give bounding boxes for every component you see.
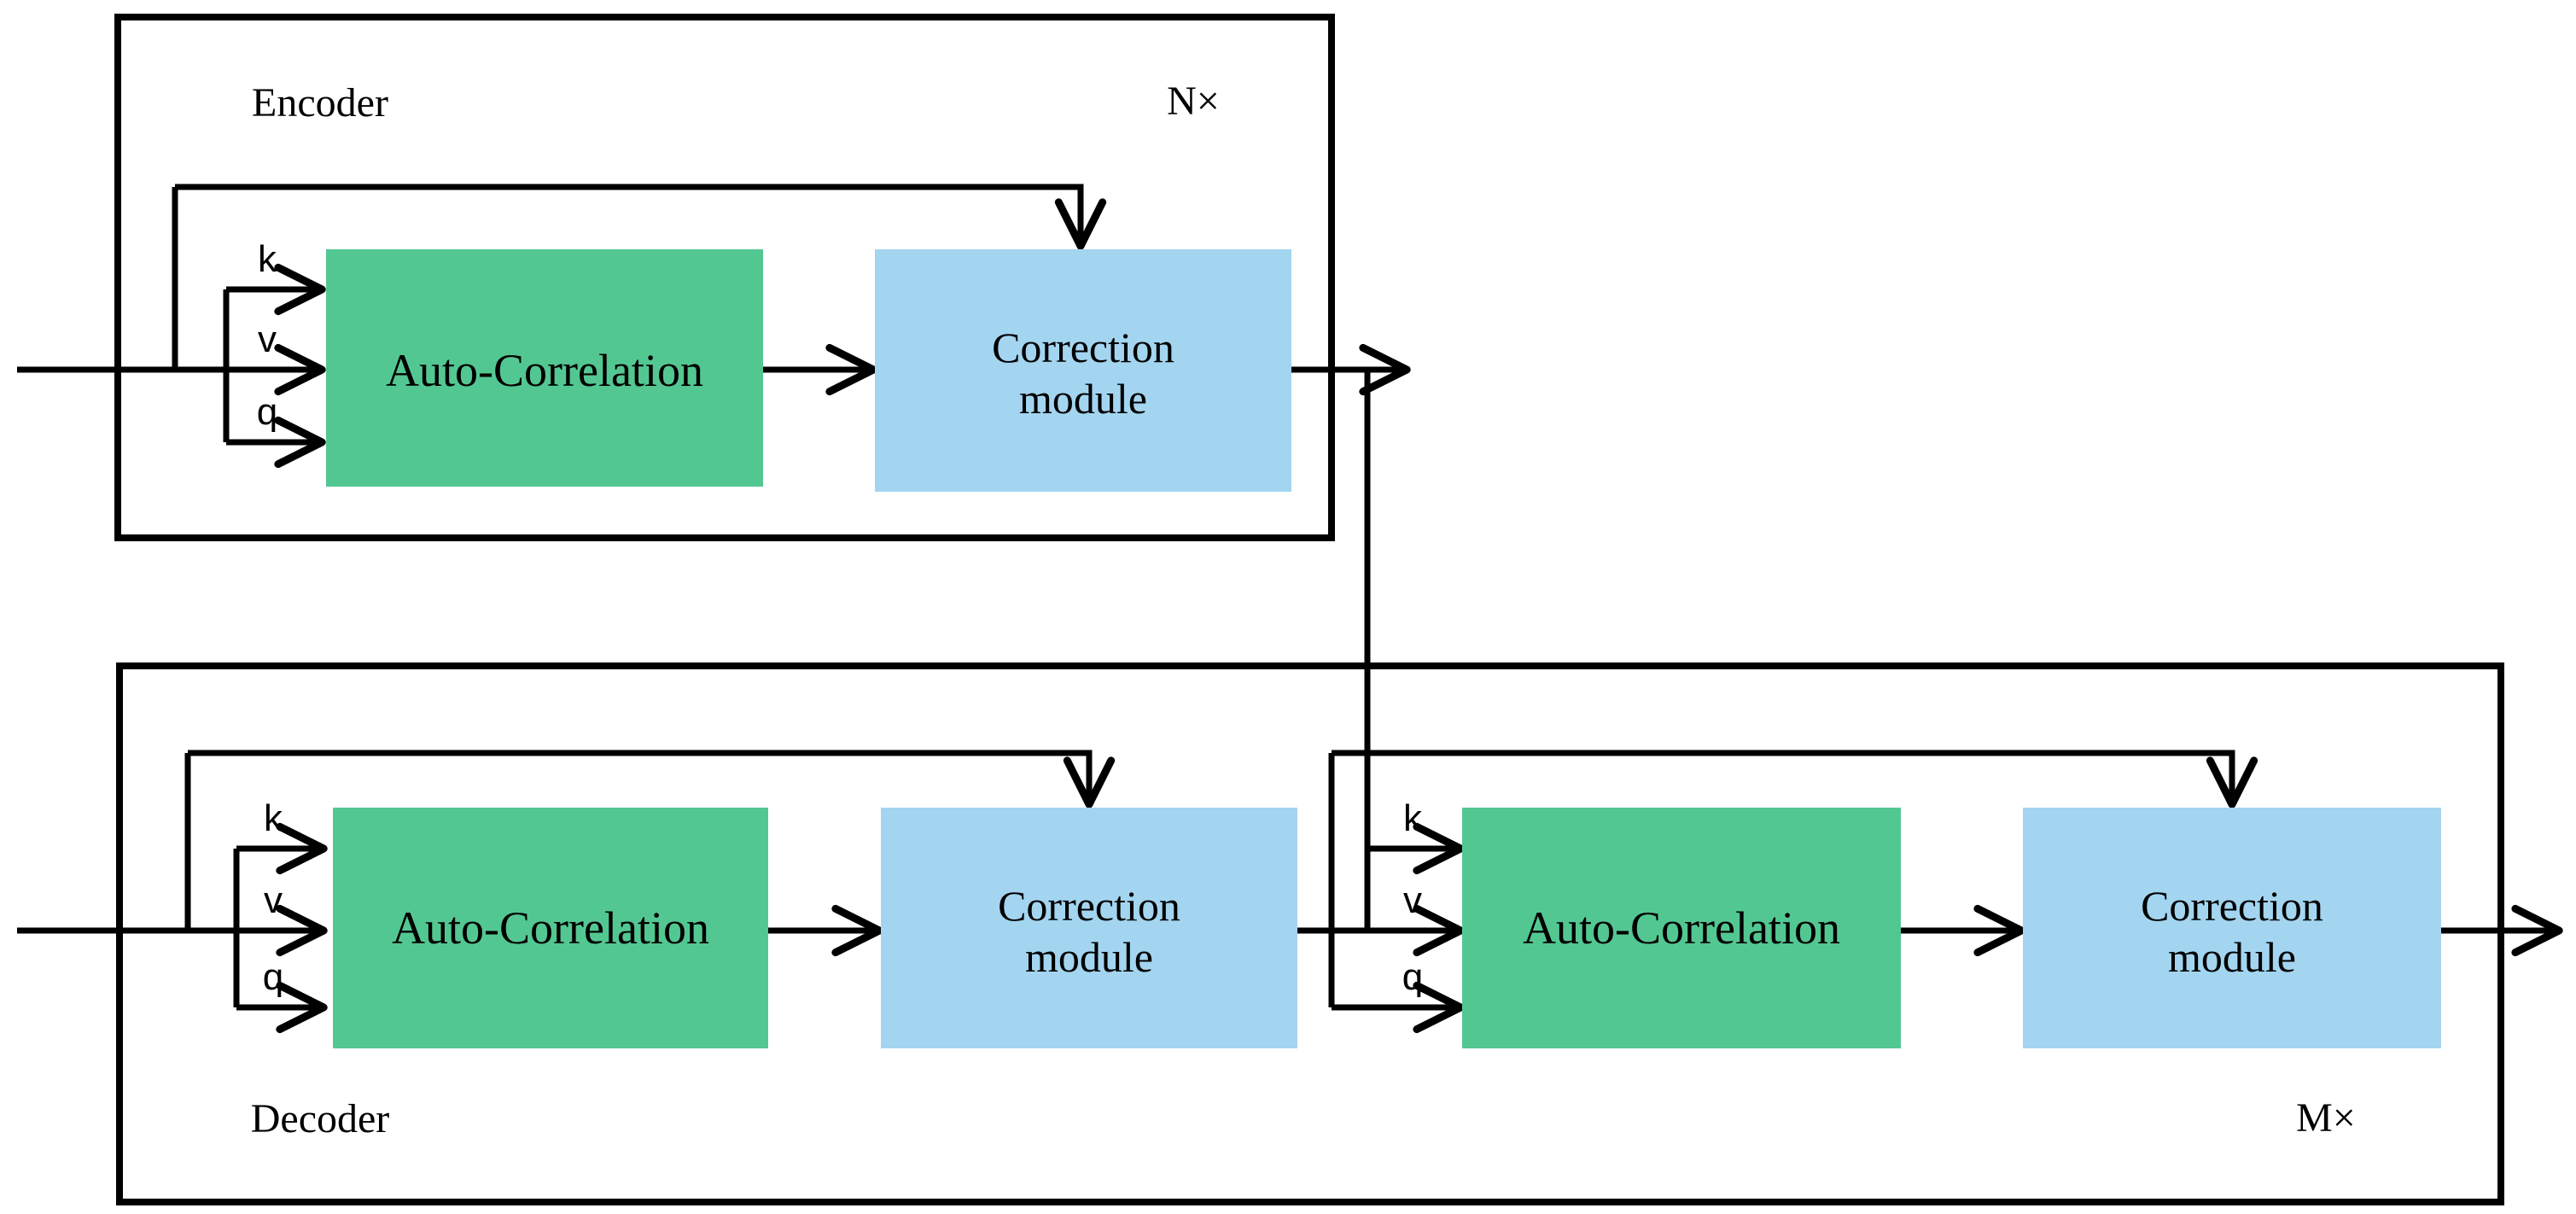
decoder-block1-skip-connection-line <box>188 750 1116 808</box>
decoder-box <box>116 662 2504 1205</box>
encoder-q-port-label: q <box>257 391 277 433</box>
decoder-block2-correction-label-line1: Correction <box>2141 882 2323 930</box>
decoder-block2-skip-connection-line <box>1332 750 2258 808</box>
decoder-block2-k-port-label: k <box>1403 797 1423 839</box>
decoder-title: Decoder <box>251 1096 390 1141</box>
decoder-repeat-count-label: M× <box>2296 1095 2356 1141</box>
decoder-block2-correction-module-block <box>2023 808 2441 1048</box>
encoder-auto-correlation-label: Auto-Correlation <box>386 345 703 396</box>
decoder-block1-k-port-label: k <box>264 797 283 839</box>
encoder-k-port-label: k <box>258 238 277 280</box>
decoder-block2-q-port-label: q <box>1402 956 1423 998</box>
encoder-auto-correlation-block <box>326 249 763 487</box>
encoder-title: Encoder <box>252 80 388 125</box>
encoder-box <box>114 14 1335 541</box>
decoder-block2-auto-correlation-block <box>1462 808 1901 1048</box>
decoder-block1-auto-correlation-block <box>333 808 768 1048</box>
decoder-section: Decoder M× k v q k v q Auto-Correlation … <box>17 662 2563 1205</box>
encoder-correction-module-block <box>875 249 1291 492</box>
decoder-block1-v-port-label: v <box>264 879 283 921</box>
decoder-block1-correction-label-line2: module <box>1025 933 1153 981</box>
decoder-block1-correction-module-block <box>881 808 1297 1048</box>
decoder-block1-correction-label-line1: Correction <box>998 882 1180 930</box>
decoder-block2-v-port-label: v <box>1403 879 1422 921</box>
encoder-v-port-label: v <box>258 318 277 360</box>
decoder-block1-q-port-label: q <box>263 956 283 998</box>
encoder-repeat-count-label: N× <box>1167 79 1220 124</box>
encoder-correction-label-line1: Correction <box>992 324 1174 371</box>
decoder-block2-auto-correlation-label: Auto-Correlation <box>1523 902 1840 954</box>
decoder-block2-correction-label-line2: module <box>2168 933 2296 981</box>
decoder-block1-auto-correlation-label: Auto-Correlation <box>392 902 709 954</box>
encoder-skip-connection-line <box>175 184 1107 250</box>
encoder-correction-label-line2: module <box>1019 375 1147 423</box>
encoder-section: Encoder N× k v q Auto-Correlation Correc… <box>17 14 1411 931</box>
